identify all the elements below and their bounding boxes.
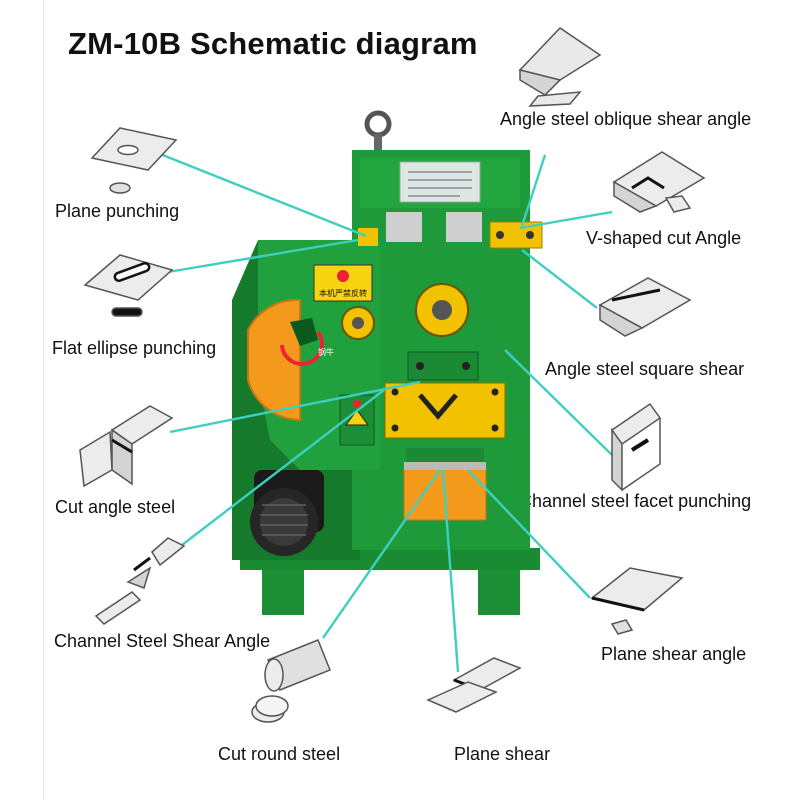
angle-steel-oblique-shear-icon xyxy=(518,27,602,107)
stop-button xyxy=(353,400,361,408)
brand-logo-icon: 钢牛 xyxy=(280,318,334,366)
channel-steel-facet-punching-icon xyxy=(610,402,662,492)
warning-label-icon xyxy=(337,270,349,282)
lifting-eye xyxy=(364,110,392,138)
flat-ellipse-punching-icon xyxy=(83,254,174,317)
label-channel-steel-facet-punching: Channel steel facet punching xyxy=(519,491,752,511)
plate-shear-table xyxy=(404,462,486,470)
v-notch xyxy=(418,393,458,420)
leader-lines xyxy=(149,148,613,673)
warning-label-text: 本机严禁反转 xyxy=(319,288,367,298)
label-angle-steel-square-shear: Angle steel square shear xyxy=(545,359,745,379)
plane-shear-angle-icon xyxy=(590,567,684,635)
svg-text:钢牛: 钢牛 xyxy=(318,347,334,357)
label-cut-round-steel: Cut round steel xyxy=(218,744,341,764)
cut-angle-steel-icon xyxy=(79,405,174,488)
punch-window-right xyxy=(446,212,482,242)
label-flat-ellipse-punching: Flat ellipse punching xyxy=(52,338,217,358)
electric-motor xyxy=(250,470,324,556)
diagram-title: ZM-10B Schematic diagram xyxy=(68,26,478,61)
label-cut-angle-steel: Cut angle steel xyxy=(55,497,176,517)
label-plane-shear-angle: Plane shear angle xyxy=(601,644,747,664)
label-plane-shear: Plane shear xyxy=(454,744,551,764)
lifting-eye-stem xyxy=(374,134,382,150)
plane-punching-icon xyxy=(90,127,178,194)
v-shaped-cut-angle-icon xyxy=(612,151,706,213)
angle-steel-square-shear-icon xyxy=(598,277,692,337)
punch-window-left xyxy=(386,212,422,242)
left-border-line xyxy=(43,0,44,800)
electrical-warning-icon xyxy=(345,409,369,426)
label-angle-steel-oblique-shear-angle: Angle steel oblique shear angle xyxy=(500,109,752,129)
plane-shear-icon xyxy=(426,657,522,713)
flywheel-guard xyxy=(247,298,301,422)
label-channel-steel-shear-angle: Channel Steel Shear Angle xyxy=(54,631,271,651)
label-v-shaped-cut-angle: V-shaped cut Angle xyxy=(586,228,742,248)
leader-plane-punching xyxy=(149,148,367,238)
ironworker-machine: 本机严禁反转 钢牛 xyxy=(232,110,543,615)
label-plane-punching: Plane punching xyxy=(55,201,180,221)
punch-holder xyxy=(358,228,378,246)
cut-round-steel-icon xyxy=(251,639,331,723)
channel-steel-shear-angle-icon xyxy=(94,537,186,625)
